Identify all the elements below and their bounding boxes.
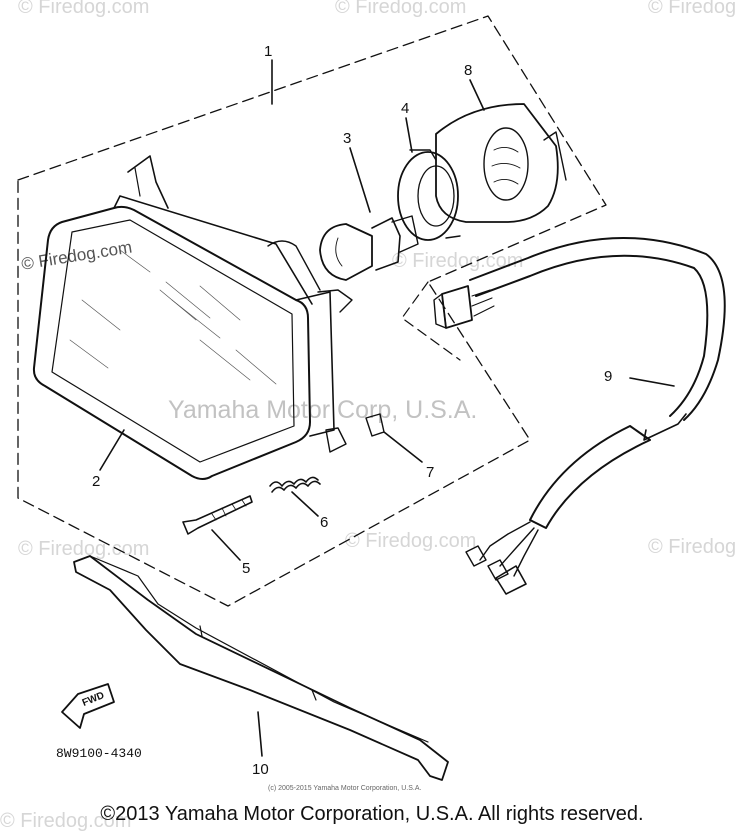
bulb-cover	[435, 103, 567, 223]
spring-leader	[291, 491, 319, 517]
bracket-leader	[257, 711, 263, 757]
callout-10: 10	[252, 761, 269, 778]
bracket	[73, 555, 449, 781]
callout-4: 4	[401, 100, 410, 117]
watermark-firedog: © Firedog.com	[18, 538, 150, 560]
callout-7: 7	[426, 464, 435, 481]
watermark-company: Yamaha Motor Corp, U.S.A.	[168, 396, 478, 424]
lead-wire	[433, 237, 726, 595]
bolt-leader	[211, 529, 241, 561]
callout-6: 6	[320, 514, 329, 531]
lead-boundary-dashed	[401, 281, 461, 361]
callout-8: 8	[464, 62, 473, 79]
watermark-firedog: © Firedog.com	[0, 810, 132, 832]
headlight-leader	[99, 429, 125, 471]
watermark-firedog: © Firedog.com	[335, 0, 467, 18]
watermark-firedog: © Firedog	[648, 0, 737, 18]
bulb	[319, 215, 419, 281]
watermark-firedog: © Firedog.com	[392, 250, 524, 272]
callout-3: 3	[343, 130, 352, 147]
footer-copyright: ©2013 Yamaha Motor Corporation, U.S.A. A…	[100, 803, 644, 825]
headlight-unit	[32, 155, 353, 480]
watermark-firedog: © Firedog	[648, 536, 737, 558]
watermark-firedog: © Firedog.com	[345, 530, 477, 552]
bolt	[182, 495, 253, 535]
callout-5: 5	[242, 560, 251, 577]
callout-1: 1	[264, 43, 273, 60]
socket-leader	[405, 117, 413, 153]
spring	[269, 476, 321, 493]
watermark-firedog: © Firedog.com	[18, 0, 150, 18]
part-code: 8W9100-4340	[56, 746, 142, 761]
bulb-leader	[349, 147, 371, 213]
callout-2: 2	[92, 473, 101, 490]
small-copyright: (c) 2005-2015 Yamaha Motor Corporation, …	[268, 785, 422, 792]
assembly-boundary-dashed	[17, 15, 607, 607]
callout-9: 9	[604, 368, 613, 385]
cover-leader	[469, 79, 485, 111]
fwd-arrow	[61, 683, 115, 729]
nut-leader	[383, 431, 423, 463]
nut	[365, 413, 385, 437]
socket	[397, 149, 461, 241]
lead-wire-leader	[629, 377, 675, 387]
